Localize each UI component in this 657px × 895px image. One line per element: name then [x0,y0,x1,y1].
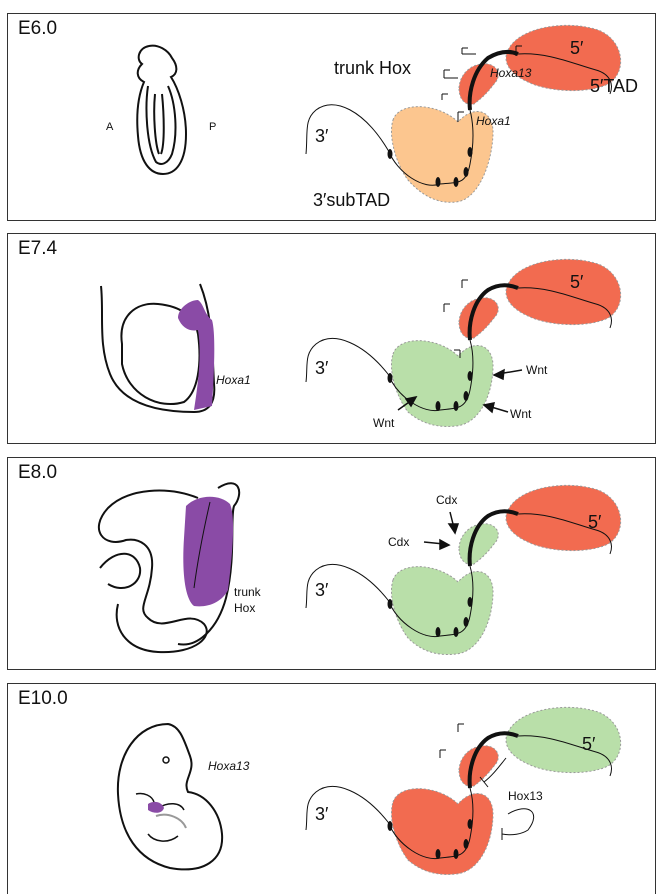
trunk-hox-expression [183,497,233,607]
wnt-label: Wnt [510,407,532,421]
panel-e7-4: E7.4 Hoxa1 [7,233,656,444]
hox-expression-label: Hox [234,601,255,615]
five-prime-label: 5′ [582,734,596,754]
three-subtad-label: 3′subTAD [313,190,390,210]
hoxa1-label: Hoxa1 [476,114,511,128]
embryo-e8 [99,483,239,652]
posterior-label: P [209,121,216,133]
three-subtad-domain [391,341,493,427]
embryo-e10 [118,724,222,869]
trunk-hox-label: trunk Hox [334,58,411,78]
trunk-expression-label: trunk [234,585,262,599]
panel-e8: E8.0 trunk Hox [7,457,656,670]
three-subtad-domain [391,567,493,655]
five-tad-domain [506,485,621,550]
five-prime-label: 5′ [570,272,584,292]
anterior-label: A [106,121,114,133]
five-tad-domain [506,707,621,772]
three-subtad-domain [391,789,493,875]
three-prime-label: 3′ [315,126,329,146]
hoxa13-expression-label: Hoxa13 [208,759,250,773]
hoxa1-expression-label: Hoxa1 [216,373,251,387]
five-prime-label: 5′ [588,512,602,532]
hoxa13-label: Hoxa13 [490,66,532,80]
cdx-label: Cdx [436,493,457,507]
panel-e7-4-drawing: Hoxa1 5′ 3′ Wnt Wnt [8,234,657,445]
hox13-label: Hox13 [508,789,543,803]
five-tad-label: 5′TAD [590,76,638,96]
embryo-e6 [137,46,186,174]
wnt-label: Wnt [526,363,548,377]
five-tad-domain [506,259,621,324]
three-prime-label: 3′ [315,358,329,378]
three-prime-label: 3′ [315,804,329,824]
embryo-e7-4 [101,284,214,412]
panel-e6-drawing: A P trunk Hox Hoxa13 Hoxa [8,14,657,222]
hoxa13-expression [148,802,164,813]
panel-e8-drawing: trunk Hox Cdx Cdx 5′ 3′ [8,458,657,671]
five-prime-label: 5′ [570,38,584,58]
panel-e6: E6.0 A P [7,13,656,221]
panel-e10-drawing: Hoxa13 5′ 3′ Hox13 [8,684,657,895]
wnt-label: Wnt [373,416,395,430]
cdx-arrows [424,512,458,549]
three-prime-label: 3′ [315,580,329,600]
panel-e10: E10.0 Hoxa13 [7,683,656,894]
cdx-label: Cdx [388,535,409,549]
